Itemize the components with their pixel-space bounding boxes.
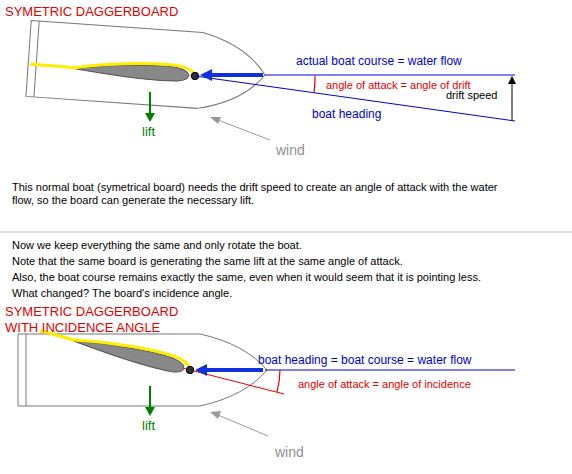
lift-arrow (145, 386, 155, 416)
daggerboard (30, 56, 199, 83)
boat-hull (26, 21, 268, 113)
explanation-text: What changed? The board's incidence angl… (12, 287, 232, 300)
angle-arc (314, 76, 315, 93)
drift-label: drift speed (446, 89, 497, 102)
flow-arrow (195, 364, 263, 376)
course-label: actual boat course = water flow (296, 54, 462, 68)
wind-arrow (210, 411, 268, 436)
drift-speed-arrow (512, 77, 513, 120)
section-title: WITH INCIDENCE ANGLE (5, 320, 160, 336)
wind-label: wind (276, 142, 305, 159)
heading-label: boat heading (312, 107, 381, 121)
lift-label: lift (142, 124, 155, 140)
section-title: SYMETRIC DAGGERBOARD (5, 304, 178, 320)
wind-label: wind (275, 444, 304, 461)
wind-arrow (210, 117, 270, 140)
lift-arrow (145, 92, 155, 122)
water-flow-line (265, 75, 515, 76)
water-flow-line (265, 370, 515, 371)
boat-heading-line (195, 76, 515, 121)
explanation-text: Also, the boat course remains exactly th… (12, 271, 481, 284)
boat-hull (18, 334, 267, 406)
explanation-text: Now we keep everything the same and only… (12, 239, 302, 252)
angle-label: angle of attack = angle of incidence (298, 378, 471, 391)
angle-arc (277, 370, 280, 392)
course-label: boat heading = boat course = water flow (258, 353, 471, 367)
flow-arrow (200, 69, 263, 81)
lift-label: lift (142, 418, 155, 434)
separator (0, 232, 572, 233)
explanation-text: Note that the same board is generating t… (12, 255, 403, 268)
explanation-text: This normal boat (symetrical board) need… (12, 181, 522, 207)
section-title: SYMETRIC DAGGERBOARD (5, 4, 178, 20)
